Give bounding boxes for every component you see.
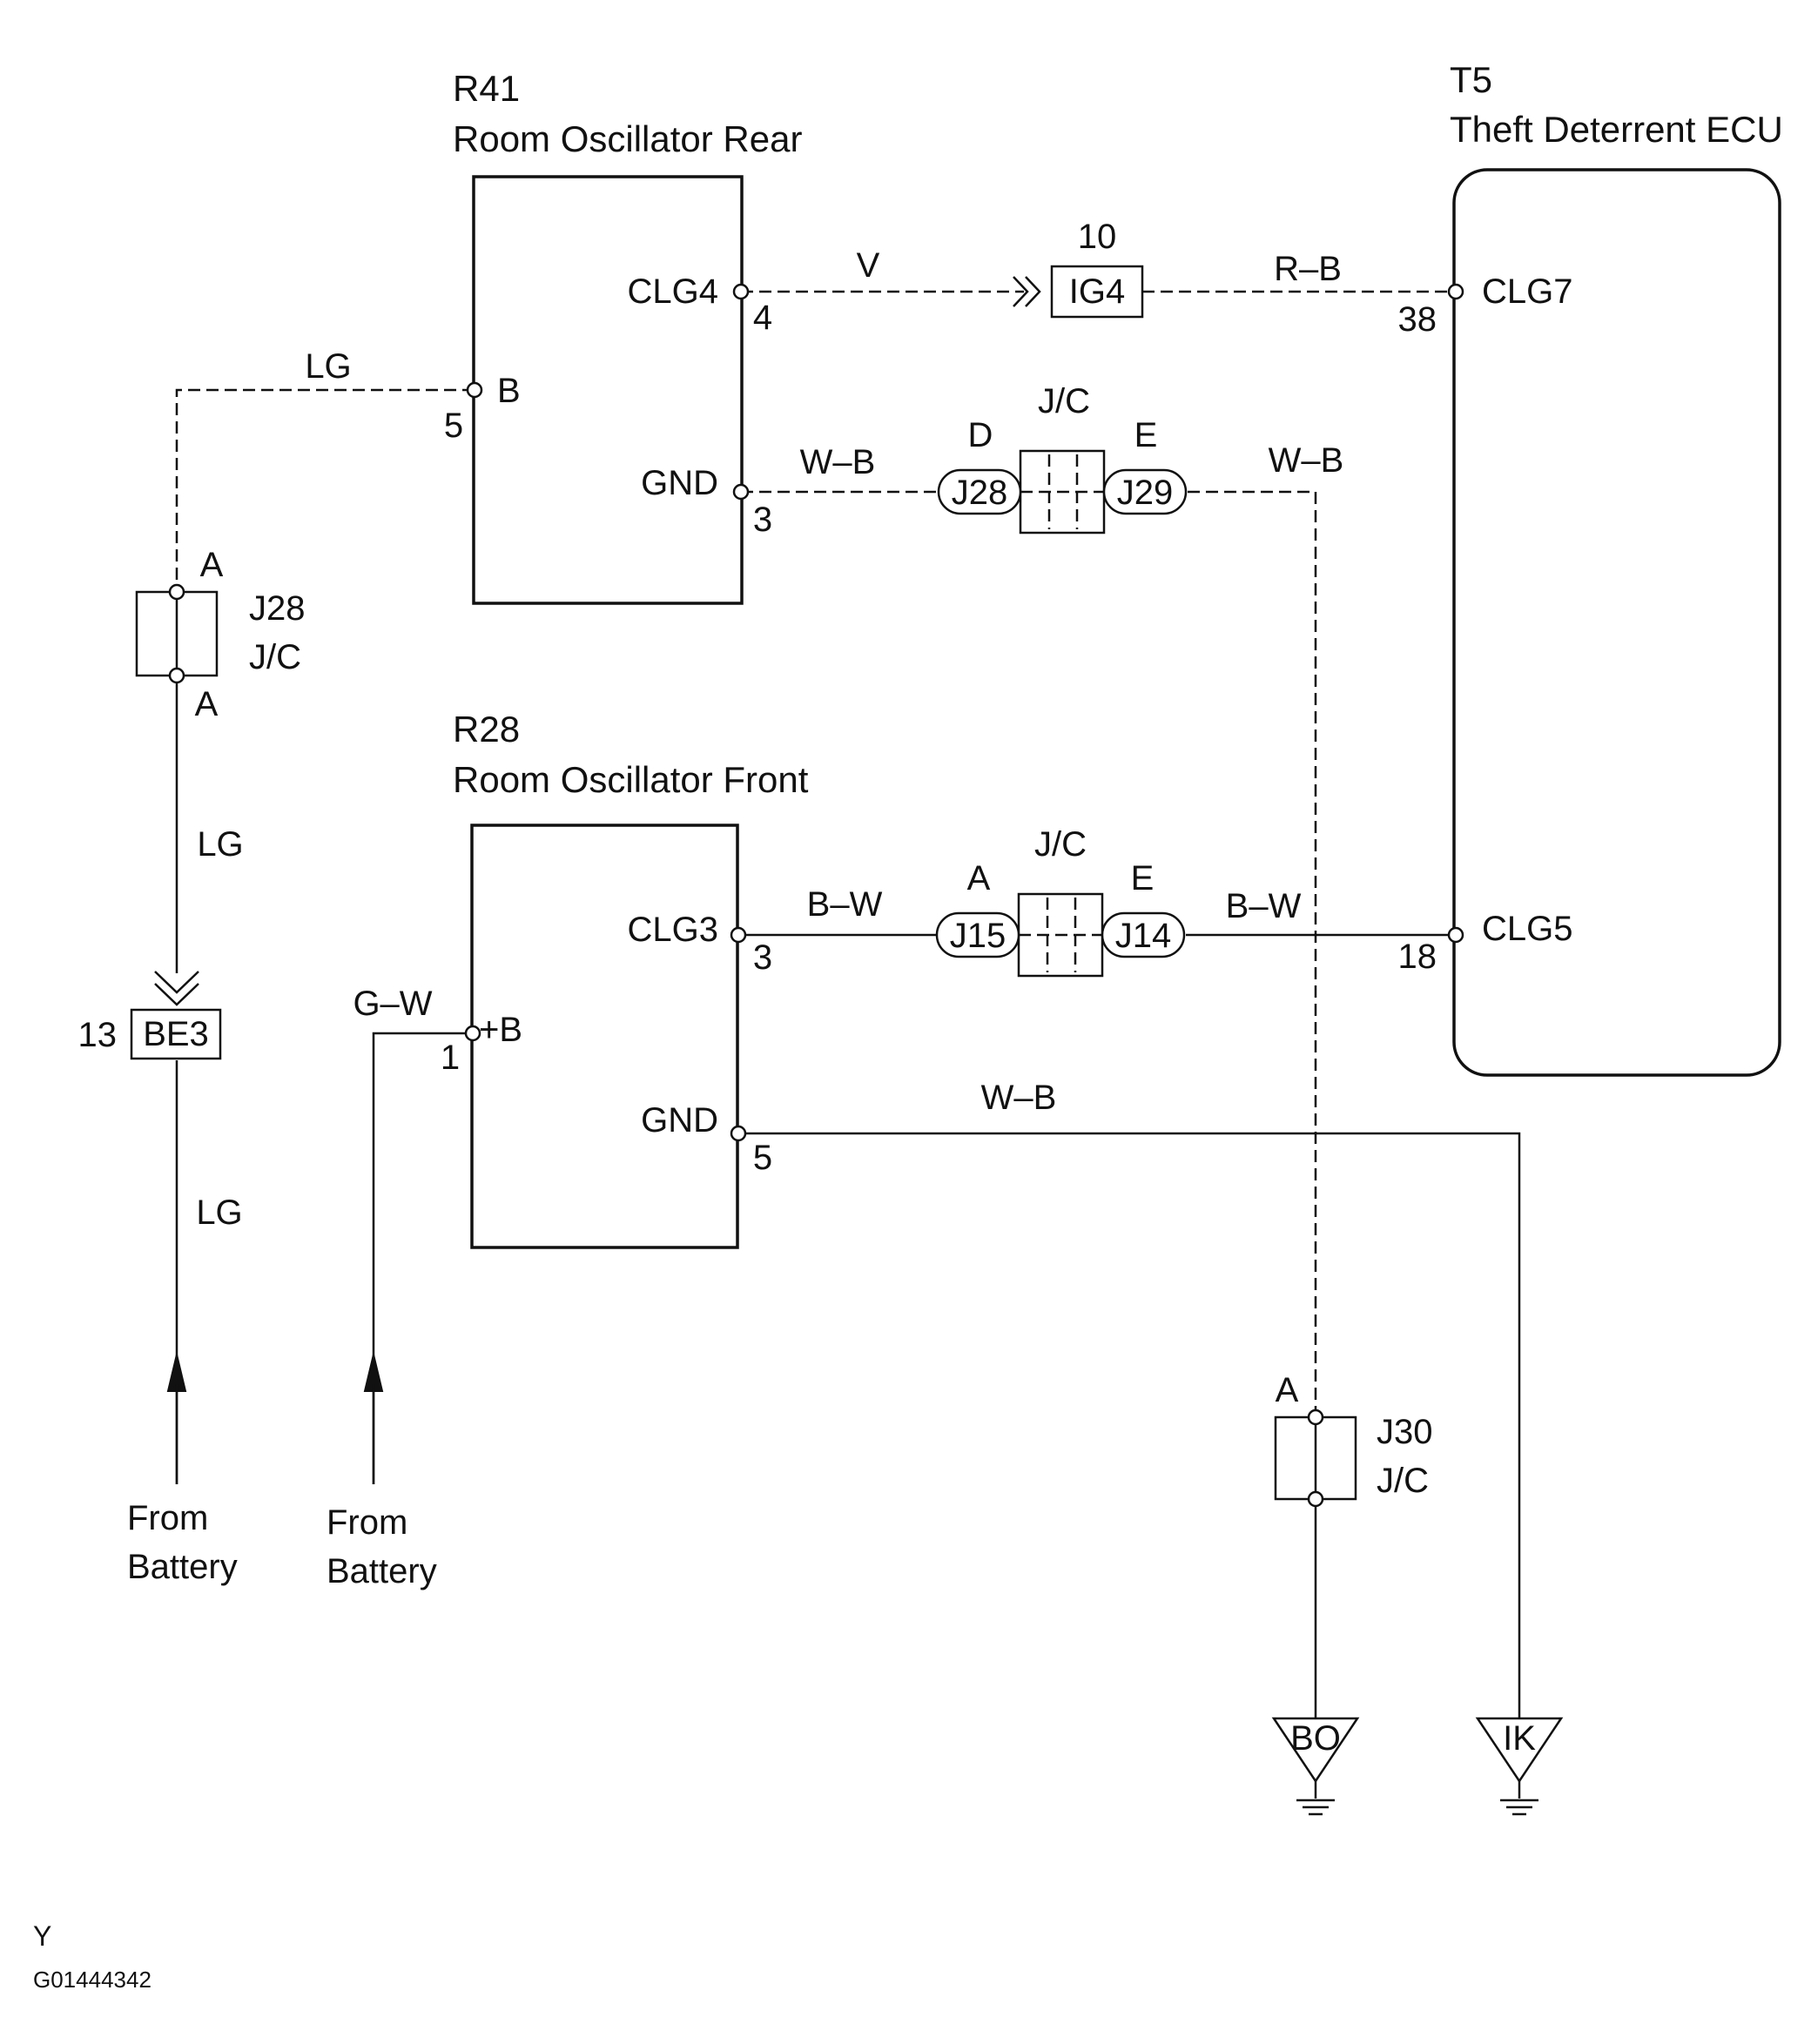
wire-label-w-b-upper-right: W–B — [1269, 441, 1344, 480]
j28-left-sub: J/C — [249, 638, 301, 676]
r28-pin-plus-b-terminal — [464, 1025, 481, 1042]
wire-g-w — [372, 1032, 472, 1484]
t5-pin-clg5-terminal — [1447, 926, 1464, 944]
r28-pin-plus-b: +B — [479, 1011, 522, 1049]
jc-upper-left-letter: D — [968, 416, 993, 454]
j28-left-bottom-letter: A — [195, 685, 219, 723]
ground-ik-label: IK — [1503, 1719, 1536, 1758]
wire-label-g-w: G–W — [353, 985, 432, 1023]
jc-lower-title: J/C — [1034, 825, 1087, 864]
r28-pin-gnd: GND — [641, 1101, 718, 1140]
r41-pin-b: B — [497, 372, 521, 410]
r41-room-oscillator-rear — [472, 175, 744, 605]
j28-left-label: J28 — [249, 589, 306, 628]
wire-label-r-b: R–B — [1274, 250, 1342, 288]
jc-upper-title: J/C — [1038, 382, 1090, 420]
ig4-label: IG4 — [1069, 272, 1125, 311]
r28-pin-clg3-terminal — [730, 926, 747, 944]
r41-code: R41 — [453, 68, 520, 109]
jc-lower-right-letter: E — [1131, 859, 1155, 898]
r41-pin-clg4-num: 4 — [753, 299, 772, 337]
jc-j30: A J30 J/C — [1274, 1371, 1433, 1508]
r41-name: Room Oscillator Rear — [453, 118, 802, 159]
be3-label: BE3 — [143, 1015, 209, 1053]
jc-upper-right-label: J29 — [1117, 474, 1174, 512]
r28-pin-plus-b-num: 1 — [441, 1039, 460, 1077]
ig4-num: 10 — [1078, 218, 1117, 256]
wire-label-w-b-upper-left: W–B — [800, 443, 876, 481]
r28-room-oscillator-front — [470, 824, 739, 1249]
wire-label-w-b-lower: W–B — [981, 1079, 1057, 1117]
r28-code: R28 — [453, 709, 520, 750]
r41-pin-clg4-terminal — [732, 283, 750, 300]
ground-bo-label: BO — [1290, 1719, 1341, 1758]
r41-pin-b-num: 5 — [444, 407, 463, 445]
be3-num: 13 — [78, 1016, 118, 1054]
battery-1-line1: From — [127, 1499, 208, 1537]
r28-pin-clg3: CLG3 — [628, 911, 719, 949]
jc-upper: J/C D E J28 J29 — [937, 382, 1188, 535]
jc-j28-left: A A J28 J/C — [135, 546, 306, 723]
wire-label-v: V — [857, 246, 880, 285]
wire-w-b-upper-right — [1188, 490, 1317, 1417]
wire-label-lg-mid: LG — [197, 825, 243, 864]
r28-pin-gnd-num: 5 — [753, 1139, 772, 1177]
t5-pin-clg7: CLG7 — [1482, 272, 1573, 311]
r41-pin-b-terminal — [466, 381, 483, 399]
battery-1-line2: Battery — [127, 1548, 238, 1586]
ground-bo: BO — [1271, 1717, 1360, 1816]
r28-name: Room Oscillator Front — [453, 759, 809, 800]
t5-pin-clg7-num: 38 — [1398, 300, 1437, 339]
t5-theft-deterrent-ecu — [1452, 168, 1781, 1077]
j30-sub: J/C — [1377, 1462, 1429, 1500]
jc-lower-left-label: J15 — [950, 917, 1006, 955]
wire-w-b-lower — [741, 1132, 1521, 1724]
t5-code: T5 — [1450, 59, 1492, 100]
t5-name: Theft Deterrent ECU — [1450, 109, 1783, 150]
wire-label-b-w-left: B–W — [807, 885, 883, 924]
connector-be3: BE3 13 — [78, 971, 222, 1060]
j30-top-letter: A — [1276, 1371, 1299, 1409]
wire-label-lg-top: LG — [305, 347, 351, 386]
r41-pin-gnd-terminal — [732, 483, 750, 501]
r28-pin-clg3-num: 3 — [753, 938, 772, 977]
jc-lower: J/C A E J15 J14 — [935, 825, 1186, 978]
jc-lower-left-letter: A — [967, 859, 991, 898]
t5-pin-clg5: CLG5 — [1482, 910, 1573, 948]
battery-2-line1: From — [327, 1503, 407, 1542]
t5-pin-clg5-num: 18 — [1398, 938, 1437, 976]
double-chevron-icon — [1013, 276, 1041, 307]
footer-mark: Y — [33, 1920, 51, 1952]
j28-left-top-letter: A — [200, 546, 224, 584]
wire-lg-top — [175, 388, 475, 592]
t5-pin-clg7-terminal — [1447, 283, 1464, 300]
double-chevron-icon — [154, 971, 199, 1006]
r41-pin-clg4: CLG4 — [628, 272, 719, 311]
figure-id: G01444342 — [33, 1967, 151, 1993]
r41-pin-gnd-num: 3 — [753, 501, 772, 539]
r41-pin-gnd: GND — [641, 464, 718, 502]
ground-icon — [1475, 1717, 1564, 1784]
ground-icon — [1271, 1717, 1360, 1784]
wire-label-lg-low: LG — [196, 1193, 242, 1232]
battery-2-line2: Battery — [327, 1552, 437, 1590]
wire-label-b-w-right: B–W — [1226, 887, 1302, 925]
ground-ik: IK — [1475, 1717, 1564, 1816]
r28-pin-gnd-terminal — [730, 1125, 747, 1142]
j30-label: J30 — [1377, 1413, 1433, 1451]
jc-upper-left-label: J28 — [952, 474, 1008, 512]
jc-upper-right-letter: E — [1134, 416, 1158, 454]
jc-lower-right-label: J14 — [1115, 917, 1172, 955]
connector-ig4: IG4 10 — [1013, 218, 1144, 319]
